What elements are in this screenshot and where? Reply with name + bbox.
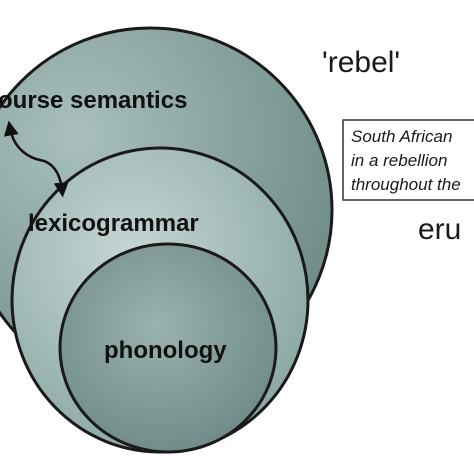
realisation-arrow (3, 120, 69, 198)
lexicogrammar-label: lexicogrammar (28, 210, 199, 237)
quote-box (342, 119, 474, 201)
discourse-semantics-label: ourse semantics (0, 87, 187, 114)
quote-line-1: South African (351, 127, 452, 146)
erupt-fragment: eru (418, 213, 461, 246)
phonology-circle (58, 242, 278, 454)
word-rebel: 'rebel' (322, 46, 400, 79)
quote-line-2: in a rebellion (351, 151, 447, 170)
phonology-label: phonology (104, 337, 227, 364)
quote-line-3: throughout the (351, 175, 461, 194)
